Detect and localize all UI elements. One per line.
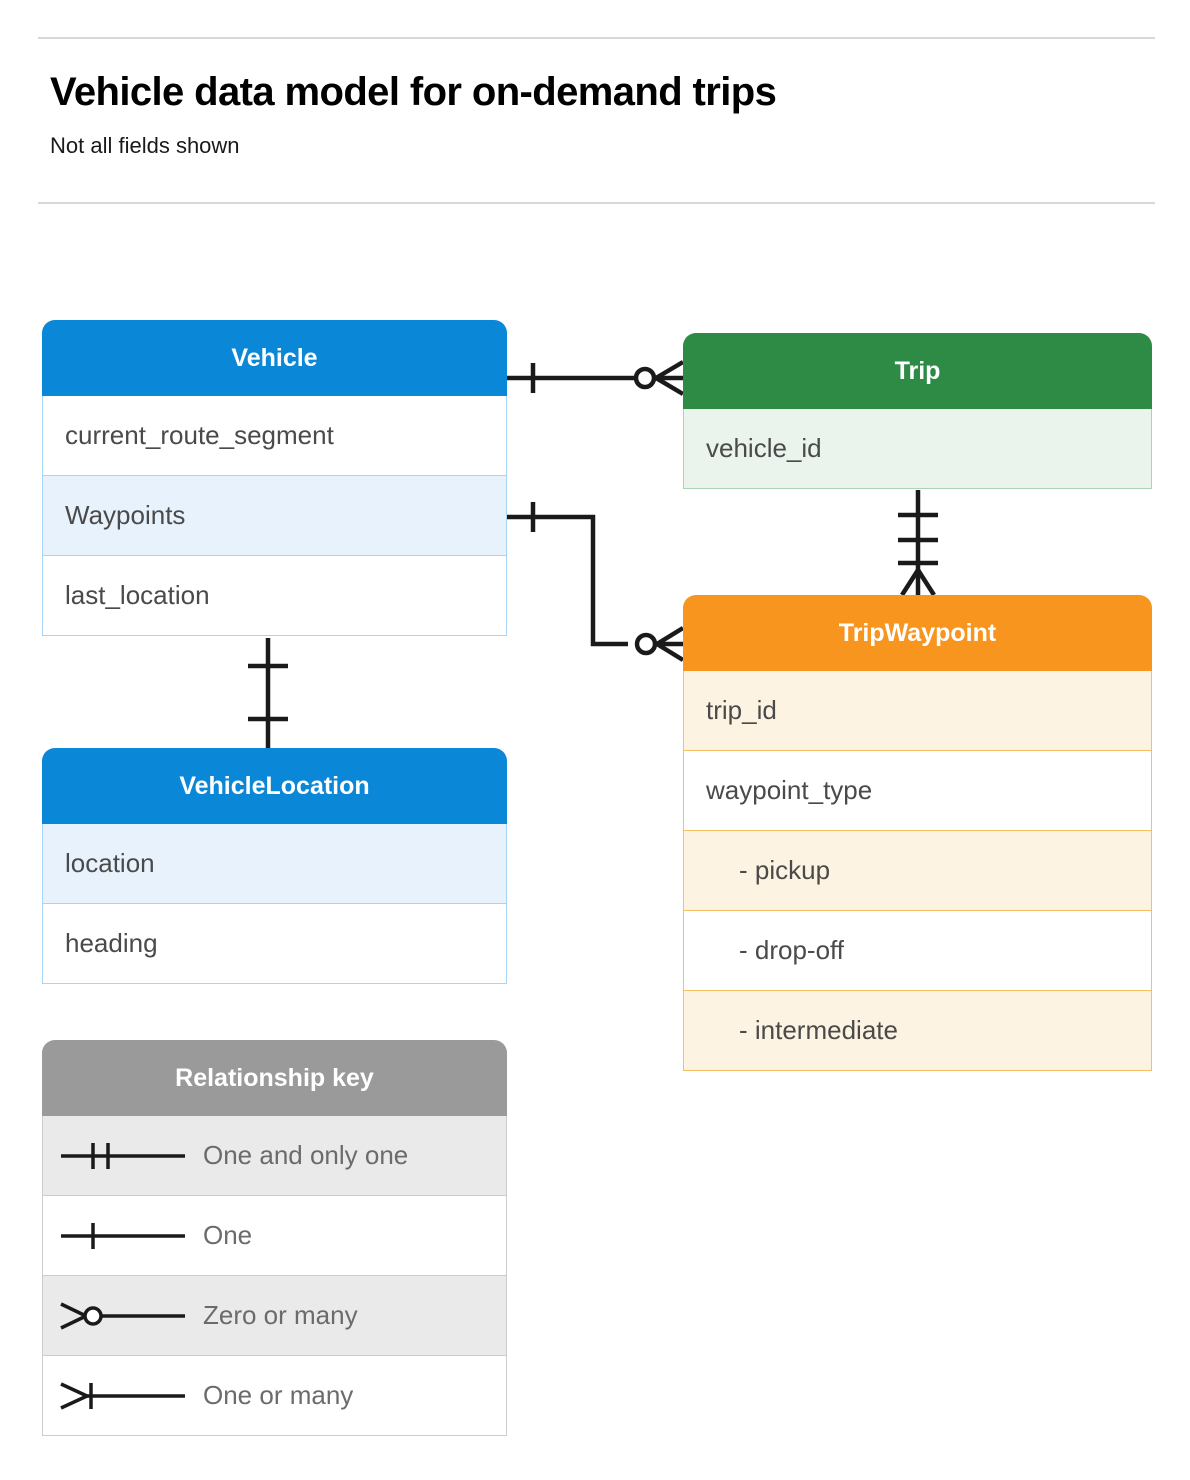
entity-vehicle-title: Vehicle [42, 320, 507, 396]
one-or-many-icon [43, 1376, 203, 1416]
entity-trip-field-vehicle-id[interactable]: vehicle_id [683, 409, 1152, 489]
entity-vehicle-location-field-location[interactable]: location [42, 824, 507, 904]
relationship-key-title: Relationship key [42, 1040, 507, 1116]
entity-vehicle-location-title: VehicleLocation [42, 748, 507, 824]
page-subtitle: Not all fields shown [50, 133, 240, 158]
entity-trip[interactable]: Trip vehicle_id [683, 333, 1152, 489]
entity-tripwaypoint-title: TripWaypoint [683, 595, 1152, 671]
entity-tripwaypoint-field-waypoint-type[interactable]: waypoint_type [683, 751, 1152, 831]
connector-waypoints-tripwaypoint [507, 502, 685, 662]
entity-vehicle-location-field-heading[interactable]: heading [42, 904, 507, 984]
page-title: Vehicle data model for on-demand trips [50, 70, 777, 114]
connector-vehicle-vehiclelocation [248, 638, 288, 748]
zero-or-many-icon [43, 1296, 203, 1336]
legend-item-one-or-many[interactable]: One or many [42, 1356, 507, 1436]
legend-item-zero-or-many[interactable]: Zero or many [42, 1276, 507, 1356]
entity-tripwaypoint[interactable]: TripWaypoint trip_id waypoint_type - pic… [683, 595, 1152, 1071]
entity-vehicle[interactable]: Vehicle current_route_segment Waypoints … [42, 320, 507, 636]
entity-tripwaypoint-enum-pickup[interactable]: - pickup [683, 831, 1152, 911]
entity-vehicle-field-waypoints[interactable]: Waypoints [42, 476, 507, 556]
entity-tripwaypoint-enum-drop-off[interactable]: - drop-off [683, 911, 1152, 991]
legend-label-one-and-only-one: One and only one [203, 1140, 409, 1170]
connector-vehicle-trip [507, 360, 685, 396]
entity-trip-title: Trip [683, 333, 1152, 409]
legend-label-one-or-many: One or many [203, 1380, 354, 1410]
relationship-key-legend[interactable]: Relationship key One and only one One [42, 1040, 507, 1436]
legend-label-zero-or-many: Zero or many [203, 1300, 358, 1330]
legend-item-one[interactable]: One [42, 1196, 507, 1276]
entity-tripwaypoint-enum-intermediate[interactable]: - intermediate [683, 991, 1152, 1071]
entity-tripwaypoint-field-trip-id[interactable]: trip_id [683, 671, 1152, 751]
header-divider-bottom [38, 202, 1155, 204]
legend-item-one-and-only-one[interactable]: One and only one [42, 1116, 507, 1196]
connector-trip-tripwaypoint [898, 490, 938, 597]
header-divider-top [38, 37, 1155, 39]
entity-vehicle-location[interactable]: VehicleLocation location heading [42, 748, 507, 984]
entity-vehicle-field-current-route-segment[interactable]: current_route_segment [42, 396, 507, 476]
legend-label-one: One [203, 1220, 253, 1250]
entity-vehicle-field-last-location[interactable]: last_location [42, 556, 507, 636]
one-icon [43, 1216, 203, 1256]
one-and-only-one-icon [43, 1136, 203, 1176]
